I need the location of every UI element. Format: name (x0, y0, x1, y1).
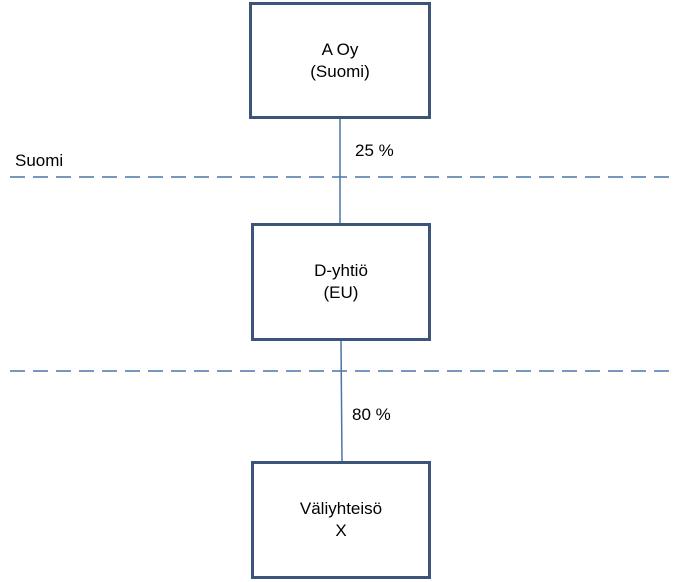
entity-name: D-yhtiö (314, 261, 368, 280)
entity-box-a-oy: A Oy (Suomi) (249, 2, 431, 119)
connector-d-to-x (340, 340, 343, 462)
ownership-percentage-d-x: 80 % (352, 405, 391, 424)
ownership-percentage-a-d: 25 % (355, 141, 394, 160)
entity-location: X (335, 521, 347, 540)
zone-label-suomi: Suomi (15, 151, 64, 170)
entity-location: (Suomi) (310, 61, 370, 81)
entity-name: A Oy (321, 39, 359, 59)
entity-box-valiyhteiso-x: Väliyhteisö X (251, 461, 431, 579)
entity-box-d-yhtio: D-yhtiö (EU) (251, 223, 431, 341)
entity-name: Väliyhteisö (299, 499, 383, 518)
entity-location: (EU) (323, 283, 359, 302)
